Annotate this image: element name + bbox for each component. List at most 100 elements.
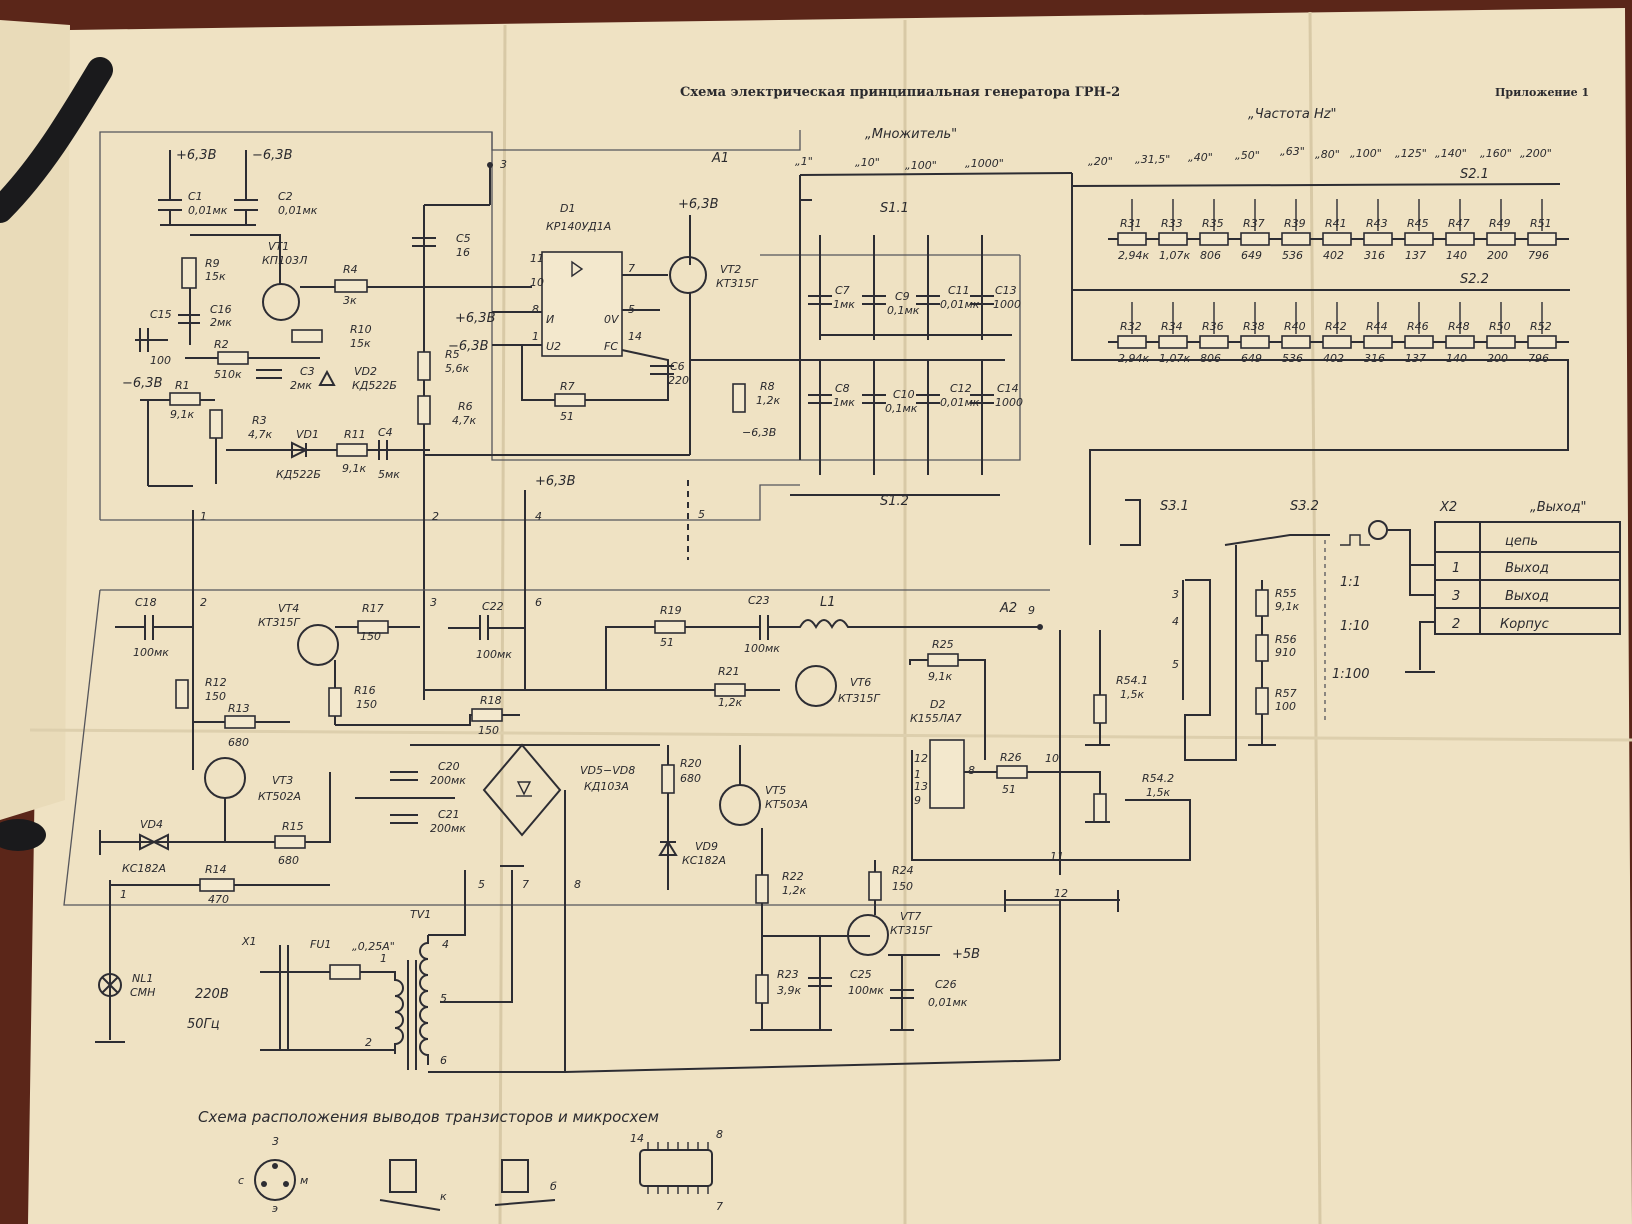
svg-text:100мк: 100мк [848, 984, 884, 997]
svg-text:R57: R57 [1275, 687, 1297, 700]
svg-text:R19: R19 [660, 604, 682, 617]
svg-text:R2: R2 [214, 338, 229, 351]
svg-text:L1: L1 [820, 595, 836, 610]
resistor-value: 200 [1487, 249, 1508, 262]
svg-text:КД103А: КД103А [584, 780, 629, 793]
resistor-name: R45 [1407, 217, 1429, 230]
svg-text:КТ315Г: КТ315Г [838, 692, 881, 705]
svg-text:+6,3В: +6,3В [535, 474, 576, 489]
svg-text:3к: 3к [343, 294, 357, 307]
svg-text:„63": „63" [1280, 145, 1305, 158]
capacitor-bank [808, 235, 1012, 475]
frequency-values: „20" „31,5" „40" „50" „63" „80" „100" „1… [1088, 145, 1552, 168]
svg-text:1000: 1000 [993, 298, 1021, 311]
resistor-name: R34 [1161, 320, 1183, 333]
svg-text:R7: R7 [560, 380, 575, 393]
resistor [1527, 232, 1557, 246]
svg-text:1: 1 [200, 510, 207, 523]
resistor-value: 649 [1241, 249, 1262, 262]
resistor-name: R48 [1448, 320, 1470, 333]
multiplier-values: „1" „10" „100" „1000" [795, 155, 1004, 172]
svg-text:1,2к: 1,2к [782, 884, 806, 897]
svg-text:10: 10 [1045, 752, 1059, 765]
resistor-name: R41 [1325, 217, 1347, 230]
svg-text:S2.1: S2.1 [1460, 167, 1489, 182]
svg-text:C6: C6 [670, 360, 685, 373]
svg-text:„10": „10" [855, 156, 880, 169]
svg-text:9,1к: 9,1к [928, 670, 952, 683]
svg-text:910: 910 [1275, 646, 1296, 659]
svg-text:0,01мк: 0,01мк [940, 396, 980, 409]
svg-text:КТ503А: КТ503А [765, 798, 808, 811]
svg-text:VT6: VT6 [850, 676, 871, 689]
svg-text:9: 9 [914, 794, 921, 807]
svg-text:R54.1: R54.1 [1116, 674, 1148, 687]
svg-text:„Выход": „Выход" [1530, 500, 1587, 515]
svg-text:R6: R6 [458, 400, 473, 413]
svg-text:1мк: 1мк [833, 396, 855, 409]
resistor-value: 137 [1405, 249, 1426, 262]
svg-text:R15: R15 [282, 820, 304, 833]
svg-text:КТ315Г: КТ315Г [716, 277, 759, 290]
resistor-row-bottom: R322,94кR341,07кR36806R38649R40536R42402… [1108, 302, 1569, 365]
svg-text:R11: R11 [344, 428, 366, 441]
svg-text:VT2: VT2 [720, 263, 741, 276]
svg-text:11: 11 [530, 252, 544, 265]
svg-text:S3.2: S3.2 [1290, 499, 1319, 514]
svg-text:7: 7 [716, 1200, 723, 1213]
svg-text:КД522Б: КД522Б [352, 379, 397, 392]
svg-text:680: 680 [278, 854, 299, 867]
svg-text:3: 3 [272, 1135, 279, 1148]
resistor-value: 402 [1323, 249, 1344, 262]
svg-text:680: 680 [228, 736, 249, 749]
resistor-value: 2,94к [1118, 249, 1149, 262]
resistor-name: R35 [1202, 217, 1224, 230]
svg-text:0,01мк: 0,01мк [940, 298, 980, 311]
resistor [1445, 335, 1475, 349]
svg-text:к: к [440, 1190, 447, 1203]
resistor [1404, 232, 1434, 246]
svg-text:8: 8 [532, 303, 539, 316]
output-table [1434, 521, 1621, 635]
resistor [1322, 335, 1352, 349]
resistor-name: R33 [1161, 217, 1183, 230]
block-a1-frame [99, 130, 1021, 521]
resistor [1240, 232, 1270, 246]
svg-text:VD4: VD4 [140, 818, 163, 831]
resistor-name: R44 [1366, 320, 1388, 333]
resistor-name: R31 [1120, 217, 1142, 230]
svg-text:2: 2 [200, 596, 207, 609]
svg-text:И: И [546, 313, 554, 326]
svg-text:КС182А: КС182А [682, 854, 726, 867]
svg-text:КР140УД1А: КР140УД1А [546, 220, 611, 233]
svg-text:150: 150 [478, 724, 499, 737]
svg-text:1:100: 1:100 [1332, 667, 1369, 682]
svg-text:+6,3В: +6,3В [455, 311, 496, 326]
svg-text:C20: C20 [438, 760, 460, 773]
resistor-name: R43 [1366, 217, 1388, 230]
svg-text:VT3: VT3 [272, 774, 293, 787]
svg-text:R9: R9 [205, 257, 220, 270]
svg-text:C21: C21 [438, 808, 460, 821]
svg-text:15к: 15к [350, 337, 371, 350]
svg-text:100мк: 100мк [744, 642, 780, 655]
svg-text:S3.1: S3.1 [1160, 499, 1189, 514]
svg-text:X1: X1 [241, 935, 257, 948]
svg-text:9,1к: 9,1к [1275, 600, 1299, 613]
multiplier-title: „Множитель" [865, 127, 957, 142]
svg-text:−6,3В: −6,3В [742, 426, 776, 439]
svg-text:3: 3 [430, 596, 437, 609]
cable-clip [0, 819, 46, 851]
svg-text:КТ315Г: КТ315Г [890, 924, 933, 937]
svg-text:„1000": „1000" [965, 157, 1004, 170]
svg-text:1: 1 [532, 330, 539, 343]
svg-text:C18: C18 [135, 596, 157, 609]
svg-text:КП103Л: КП103Л [262, 254, 307, 267]
svg-text:9,1к: 9,1к [342, 462, 366, 475]
svg-text:C16: C16 [210, 303, 232, 316]
resistor [1404, 335, 1434, 349]
svg-text:R18: R18 [480, 694, 502, 707]
svg-text:C2: C2 [278, 190, 293, 203]
svg-text:0V: 0V [604, 313, 620, 326]
svg-text:6: 6 [440, 1054, 447, 1067]
